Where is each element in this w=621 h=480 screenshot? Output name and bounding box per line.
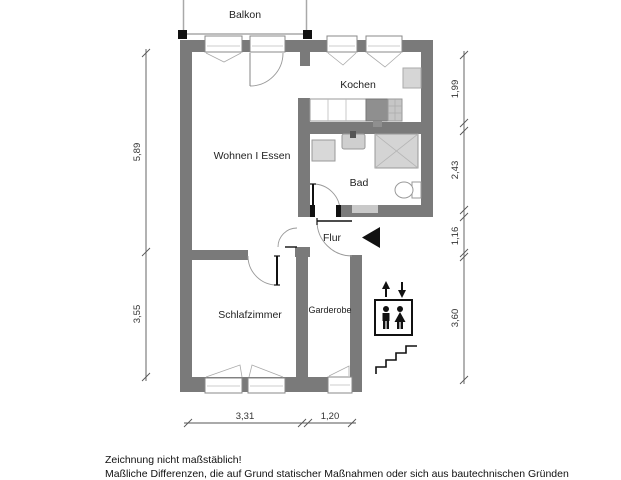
kitchen-fixtures	[309, 67, 422, 127]
dimension-lines	[141, 48, 469, 428]
room-label-wohnen: Wohnen I Essen	[214, 150, 291, 162]
dim-bottom-1: 3,31	[236, 411, 255, 422]
room-label-schlafzimmer: Schlafzimmer	[218, 309, 282, 321]
windows	[204, 35, 403, 394]
dim-left-upper: 5,89	[132, 143, 143, 162]
window-glass-lines	[207, 45, 400, 387]
schlafzimmer-door-arc	[247, 255, 278, 286]
bathroom-fixtures	[311, 131, 422, 199]
dim-right-2: 2,43	[450, 161, 461, 180]
dim-left-lower: 3,55	[132, 305, 143, 324]
dim-bottom-2: 1,20	[321, 411, 340, 422]
stairs-icon	[375, 345, 417, 374]
window-schlafzimmer-1	[204, 377, 243, 394]
window-wohnen	[204, 35, 243, 53]
balcony-door-arc	[249, 52, 284, 87]
walls	[180, 40, 433, 392]
dim-right-3: 1,16	[450, 227, 461, 246]
stove-stub	[373, 121, 382, 127]
washing-machine	[311, 139, 336, 162]
note-line-2: Maßliche Differenzen, die auf Grund stat…	[105, 468, 569, 480]
room-label-garderobe: Garderobe	[308, 305, 351, 315]
wall-niche	[352, 205, 378, 213]
dim-right-1: 1,99	[450, 80, 461, 99]
room-label-flur: Flur	[323, 232, 342, 244]
bath-sink-tap	[350, 131, 356, 138]
note-line-1: Zeichnung nicht maßstäblich!	[105, 454, 242, 466]
door-jambs	[310, 205, 341, 217]
room-label-kochen: Kochen	[340, 79, 376, 91]
up-arrow-icon	[382, 281, 390, 297]
balcony-door-window	[249, 35, 286, 53]
stove	[365, 98, 389, 122]
down-arrow-icon	[398, 282, 406, 298]
dim-right-4: 3,60	[450, 309, 461, 328]
window-kochen-2	[365, 35, 403, 53]
flur-door-arc	[277, 227, 298, 248]
window-opening-lines	[205, 52, 402, 378]
bad-door-arc	[312, 183, 341, 212]
window-schlafzimmer-2	[247, 377, 286, 394]
room-label-bad: Bad	[350, 177, 369, 189]
window-kochen-1	[326, 35, 358, 53]
balcony-post-left	[178, 30, 187, 39]
balcony-outline	[182, 0, 308, 35]
fridge	[402, 67, 422, 89]
room-label-balkon: Balkon	[229, 9, 261, 21]
elevator-icon	[374, 299, 413, 336]
entrance-arrow-icon	[362, 227, 380, 248]
entrance-door-arc	[316, 220, 353, 257]
balcony-post-right	[303, 30, 312, 39]
toilet-bowl	[394, 181, 414, 199]
